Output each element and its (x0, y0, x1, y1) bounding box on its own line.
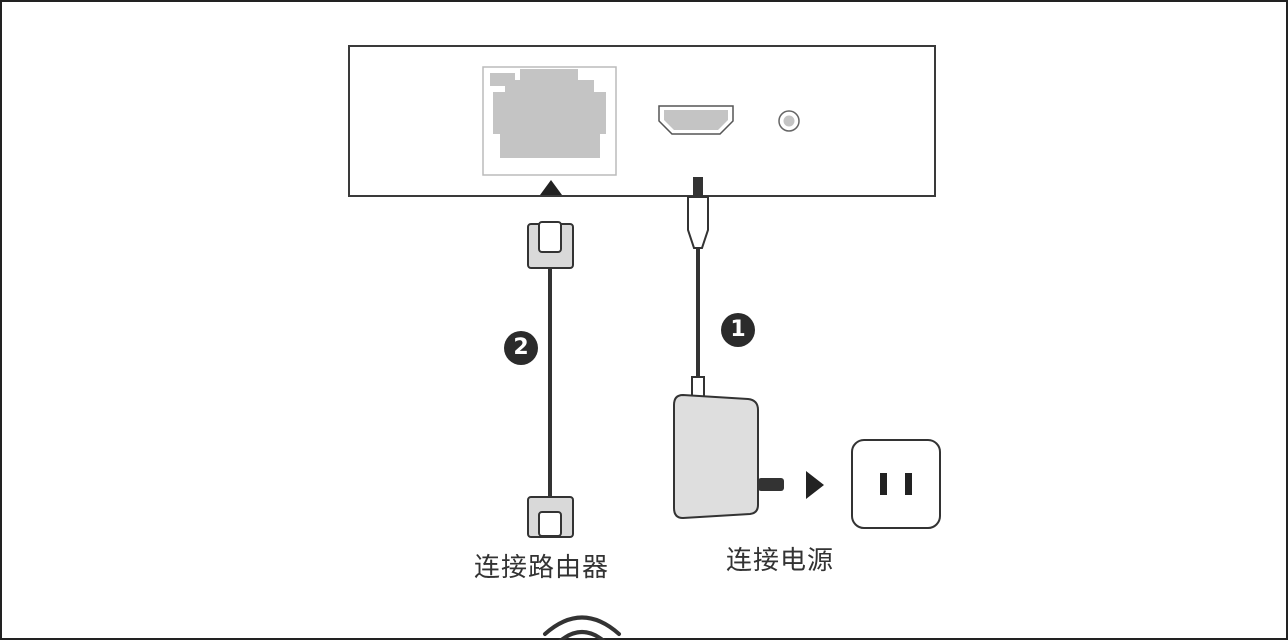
dc-plug-icon (687, 177, 709, 249)
wall-outlet-icon (851, 439, 941, 529)
rj45-plug-icon (527, 221, 574, 269)
wifi-icon (543, 615, 621, 640)
ethernet-port-icon (482, 66, 617, 176)
connect-power-label: 连接电源 (726, 546, 835, 576)
rj45-plug-bottom-icon (527, 496, 574, 538)
dc-power-jack-icon (778, 110, 800, 132)
connect-router-label: 连接路由器 (474, 553, 610, 583)
power-adapter-icon (673, 393, 784, 520)
arrow-right-icon (806, 471, 824, 499)
step-2-badge: 2 (504, 331, 538, 365)
device-box (348, 45, 936, 197)
power-cable (691, 248, 705, 398)
step-1-badge: 1 (721, 313, 755, 347)
hdmi-port-icon (658, 105, 734, 135)
ethernet-port-marker-icon (540, 180, 562, 195)
